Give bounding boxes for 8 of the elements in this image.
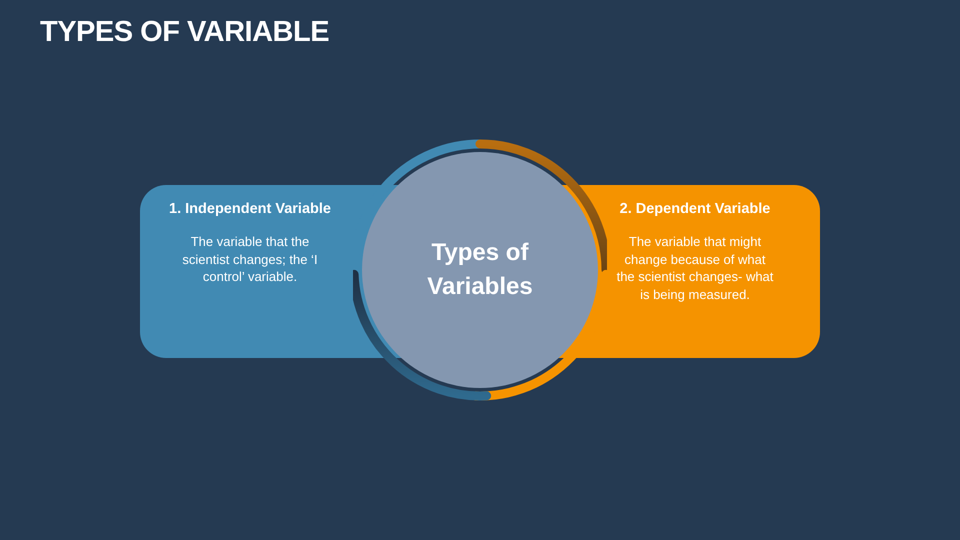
card-heading: 1. Independent Variable <box>169 200 331 219</box>
info-card <box>607 185 820 358</box>
info-card <box>140 185 353 358</box>
card-heading: 2. Dependent Variable <box>620 200 770 219</box>
slide-title: TYPES OF VARIABLE <box>40 16 330 49</box>
circle-title: Types of Variables <box>426 238 534 302</box>
card-description: The variable that the scientist changes; the ‘I control’ variable. <box>181 233 319 286</box>
card-description: The variable that might change because of what the scientist changes- what is being measured. <box>616 233 774 303</box>
